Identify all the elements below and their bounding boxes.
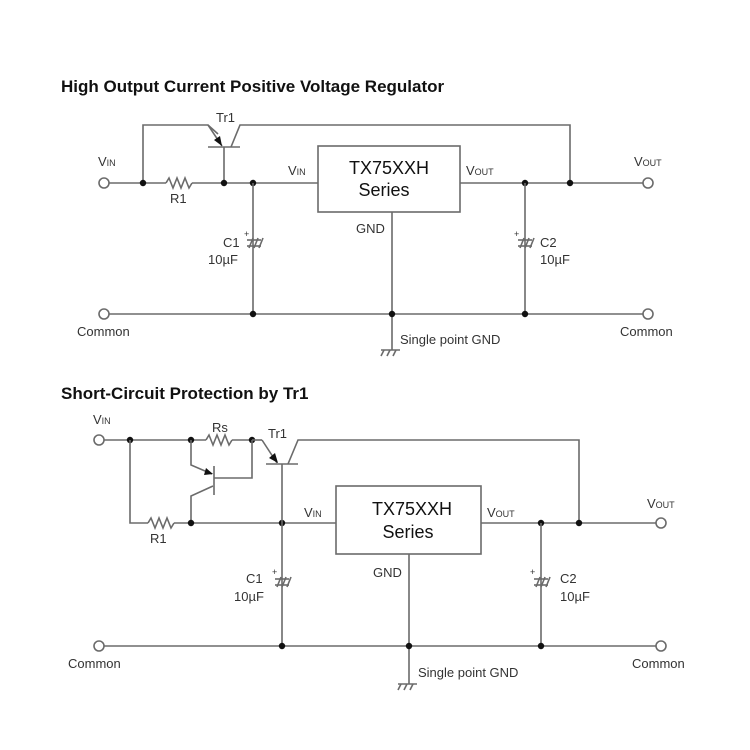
d1-common-right-terminal[interactable]	[642, 308, 654, 320]
d1-c2-name: C2	[540, 235, 557, 250]
d1-gnd-label: Single point GND	[400, 332, 500, 347]
d1-r1-label: R1	[170, 191, 187, 206]
d1-common-right-label: Common	[620, 324, 673, 339]
d1-c1-capacitor	[247, 237, 264, 249]
d1-wire-bypass-left	[142, 124, 219, 183]
diagram2: VIN Rs R1 Tr1 VIN TX75XXH Series	[68, 412, 685, 691]
d1-ground-symbol	[380, 349, 400, 357]
d2-chip-pin-vout: VOUT	[487, 505, 515, 520]
d2-node-collector-out	[575, 519, 583, 527]
d1-node-collector	[566, 179, 574, 187]
d2-c2-polarity: +	[530, 567, 535, 577]
d1-c1-name: C1	[223, 235, 240, 250]
d2-c1-polarity: +	[272, 567, 277, 577]
d2-r1-label: R1	[150, 531, 167, 546]
d2-c1-name: C1	[246, 571, 263, 586]
d2-common-right-label: Common	[632, 656, 685, 671]
d2-rs-label: Rs	[212, 420, 228, 435]
d1-c1-value: 10µF	[208, 252, 238, 267]
d1-chip-name: TX75XXH	[349, 158, 429, 178]
d2-tr1-collector	[287, 439, 580, 523]
d2-chip-pin-vin: VIN	[304, 505, 322, 520]
d1-node-c2-gnd	[521, 310, 529, 318]
d1-chip-series: Series	[358, 180, 409, 200]
d2-tr1-label: Tr1	[268, 426, 287, 441]
d2-common-left-terminal[interactable]	[93, 640, 105, 652]
diagram1-title: High Output Current Positive Voltage Reg…	[61, 77, 445, 96]
diagram1: Tr1 VIN R1 VIN TX75XXH Series GND VOUT V…	[77, 110, 673, 357]
d1-vin-terminal[interactable]	[98, 177, 110, 189]
d1-vout-label: VOUT	[634, 154, 662, 169]
d1-node-base	[220, 179, 228, 187]
d1-c2-polarity: +	[514, 229, 519, 239]
d1-r1-resistor	[165, 175, 193, 191]
d2-common-left-label: Common	[68, 656, 121, 671]
d1-c2-capacitor	[518, 237, 535, 249]
d2-c2-value: 10µF	[560, 589, 590, 604]
diagram2-title: Short-Circuit Protection by Tr1	[61, 384, 309, 403]
d1-common-left-terminal[interactable]	[98, 308, 110, 320]
d1-chip-pin-vin: VIN	[288, 163, 306, 178]
d2-c1-capacitor	[275, 576, 292, 588]
d2-chip-name: TX75XXH	[372, 499, 452, 519]
d2-chip-pin-gnd: GND	[373, 565, 402, 580]
d2-vin-terminal[interactable]	[93, 434, 105, 446]
d1-node-gnd	[388, 310, 396, 318]
d1-c1-polarity: +	[244, 229, 249, 239]
d1-vout-terminal[interactable]	[642, 177, 654, 189]
d1-node-c1-gnd	[249, 310, 257, 318]
d2-c1-value: 10µF	[234, 589, 264, 604]
d2-node-c1-gnd	[278, 642, 286, 650]
d1-chip-pin-vout: VOUT	[466, 163, 494, 178]
d1-tr1-emitter-arrow	[214, 136, 222, 146]
d2-r1-resistor	[147, 515, 175, 531]
d1-tr1-label: Tr1	[216, 110, 235, 125]
d1-node-vin	[139, 179, 147, 187]
d1-c2-value: 10µF	[540, 252, 570, 267]
d2-common-right-terminal[interactable]	[655, 640, 667, 652]
d2-c2-name: C2	[560, 571, 577, 586]
d2-vout-terminal[interactable]	[655, 517, 667, 529]
d2-sense-transistor-base	[214, 440, 253, 479]
d2-sense-transistor-collector	[190, 485, 214, 523]
d1-vin-label: VIN	[98, 154, 116, 169]
d2-c2-capacitor	[534, 576, 551, 588]
d2-node-gnd	[405, 642, 413, 650]
d2-vin-label: VIN	[93, 412, 111, 427]
d1-common-left-label: Common	[77, 324, 130, 339]
d2-chip-series: Series	[382, 522, 433, 542]
d2-wire-left-vertical	[129, 440, 148, 524]
d2-node-c2-gnd	[537, 642, 545, 650]
d2-vout-label: VOUT	[647, 496, 675, 511]
d2-ground-symbol	[397, 683, 417, 691]
d2-regulator-chip	[335, 485, 482, 555]
d2-sense-transistor-emitter	[190, 440, 213, 475]
d2-sense-transistor-arrow	[204, 468, 213, 475]
d1-wire-bypass-right	[230, 124, 571, 183]
d2-gnd-label: Single point GND	[418, 665, 518, 680]
d2-node-collector	[187, 519, 195, 527]
d2-rs-resistor	[205, 432, 233, 448]
d1-regulator-chip	[317, 145, 461, 213]
d2-tr1-emitter-arrow	[269, 453, 278, 463]
d1-chip-pin-gnd: GND	[356, 221, 385, 236]
